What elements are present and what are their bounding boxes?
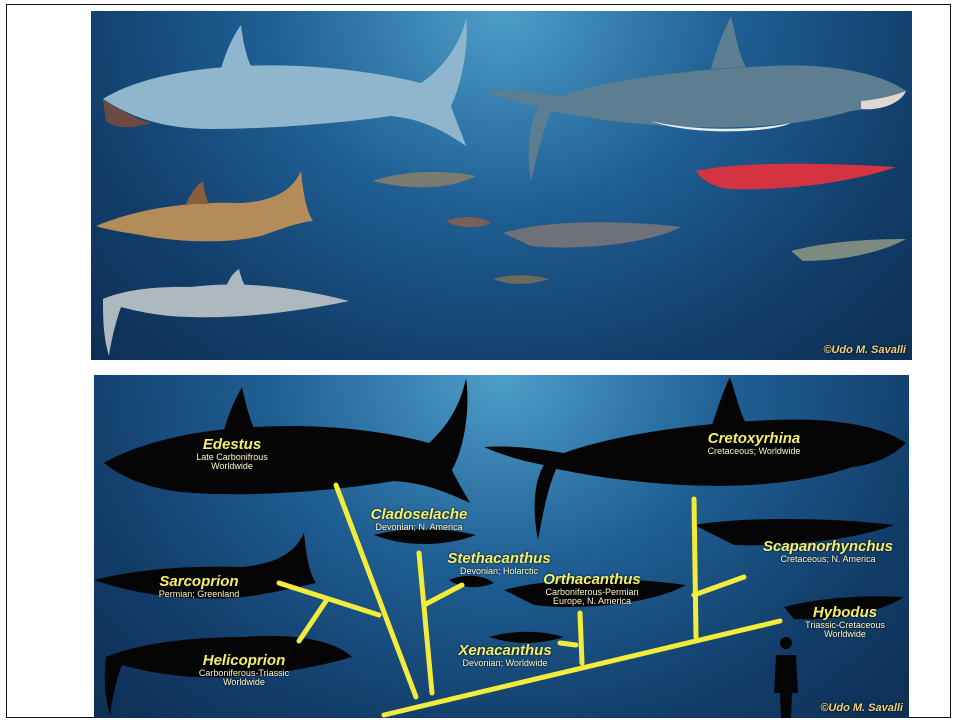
xenacanthus-model <box>493 275 549 284</box>
diagram-credit: ©Udo M. Savalli <box>820 702 903 714</box>
photo-credit: ©Udo M. Savalli <box>823 344 906 356</box>
shark-models-illustration <box>91 11 912 360</box>
edestus-model <box>103 19 467 146</box>
sarcoprion-model <box>103 269 349 356</box>
stethacanthus-model <box>446 217 491 227</box>
edestus-silhouette <box>104 378 470 503</box>
cretoxyrhina-model <box>486 16 906 181</box>
orthacanthus-model <box>503 222 681 247</box>
hybodus-model <box>791 239 906 261</box>
helicoprion-model <box>96 171 313 241</box>
shark-models-photo: ©Udo M. Savalli <box>91 11 912 360</box>
stethacanthus-silhouette <box>449 576 494 587</box>
human-scale-silhouette <box>774 637 798 718</box>
scapanorhynchus-model <box>696 164 896 190</box>
cladoselache-model <box>373 172 476 187</box>
